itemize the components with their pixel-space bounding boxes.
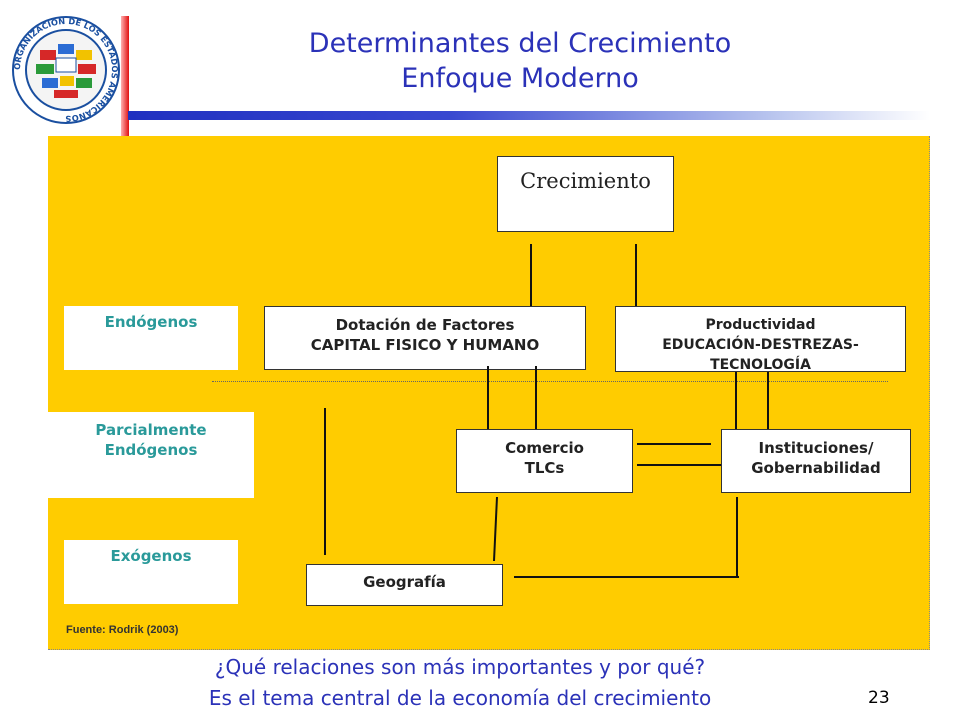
- oas-logo: ORGANIZACION DE LOS ESTADOS AMERICANOS: [12, 16, 120, 124]
- level-partial-label-2: Endógenos: [104, 441, 198, 459]
- blue-accent-bar: [128, 111, 930, 120]
- node-trade: Comercio TLCs: [456, 429, 633, 493]
- level-exogenous: Exógenos: [64, 540, 238, 604]
- node-productivity-line-1: Productividad: [705, 317, 816, 333]
- node-productivity-line-3: TECNOLOGÍA: [710, 357, 811, 373]
- closing-question: ¿Qué relaciones son más importantes y po…: [140, 652, 780, 714]
- node-productivity: Productividad EDUCACIÓN-DESTREZAS- TECNO…: [615, 306, 906, 373]
- endogenous-divider: [212, 381, 888, 382]
- node-geography-label: Geografía: [363, 573, 446, 591]
- level-partially-endogenous: Parcialmente Endógenos: [48, 412, 254, 498]
- node-institutions-line-1: Instituciones/: [758, 439, 874, 457]
- node-factors-line-1: Dotación de Factores: [335, 316, 515, 334]
- node-growth-label: Crecimiento: [520, 169, 651, 193]
- node-geography: Geografía: [306, 564, 503, 606]
- node-productivity-line-2: EDUCACIÓN-DESTREZAS-: [662, 337, 859, 353]
- level-exogenous-label: Exógenos: [110, 547, 192, 565]
- slide-title: Determinantes del Crecimiento Enfoque Mo…: [200, 26, 840, 96]
- node-factors-line-2: CAPITAL FISICO Y HUMANO: [310, 336, 540, 354]
- level-endogenous: Endógenos: [64, 306, 238, 370]
- level-endogenous-label: Endógenos: [104, 313, 198, 331]
- page-number: 23: [868, 688, 890, 708]
- source-note: Fuente: Rodrik (2003): [66, 624, 179, 636]
- flag-cluster-icon: [36, 44, 96, 98]
- node-factor-endowment: Dotación de Factores CAPITAL FISICO Y HU…: [264, 306, 586, 370]
- question-line-2: Es el tema central de la economía del cr…: [208, 686, 712, 710]
- node-trade-line-2: TLCs: [524, 459, 565, 477]
- level-partial-label-1: Parcialmente: [95, 421, 207, 439]
- node-institutions-line-2: Gobernabilidad: [751, 459, 881, 477]
- title-line-2: Enfoque Moderno: [401, 63, 639, 94]
- node-institutions: Instituciones/ Gobernabilidad: [721, 429, 911, 493]
- question-line-1: ¿Qué relaciones son más importantes y po…: [214, 655, 706, 679]
- title-line-1: Determinantes del Crecimiento: [308, 28, 732, 59]
- red-accent-bar: [121, 16, 129, 136]
- node-trade-line-1: Comercio: [505, 439, 584, 457]
- node-growth: Crecimiento: [497, 156, 674, 232]
